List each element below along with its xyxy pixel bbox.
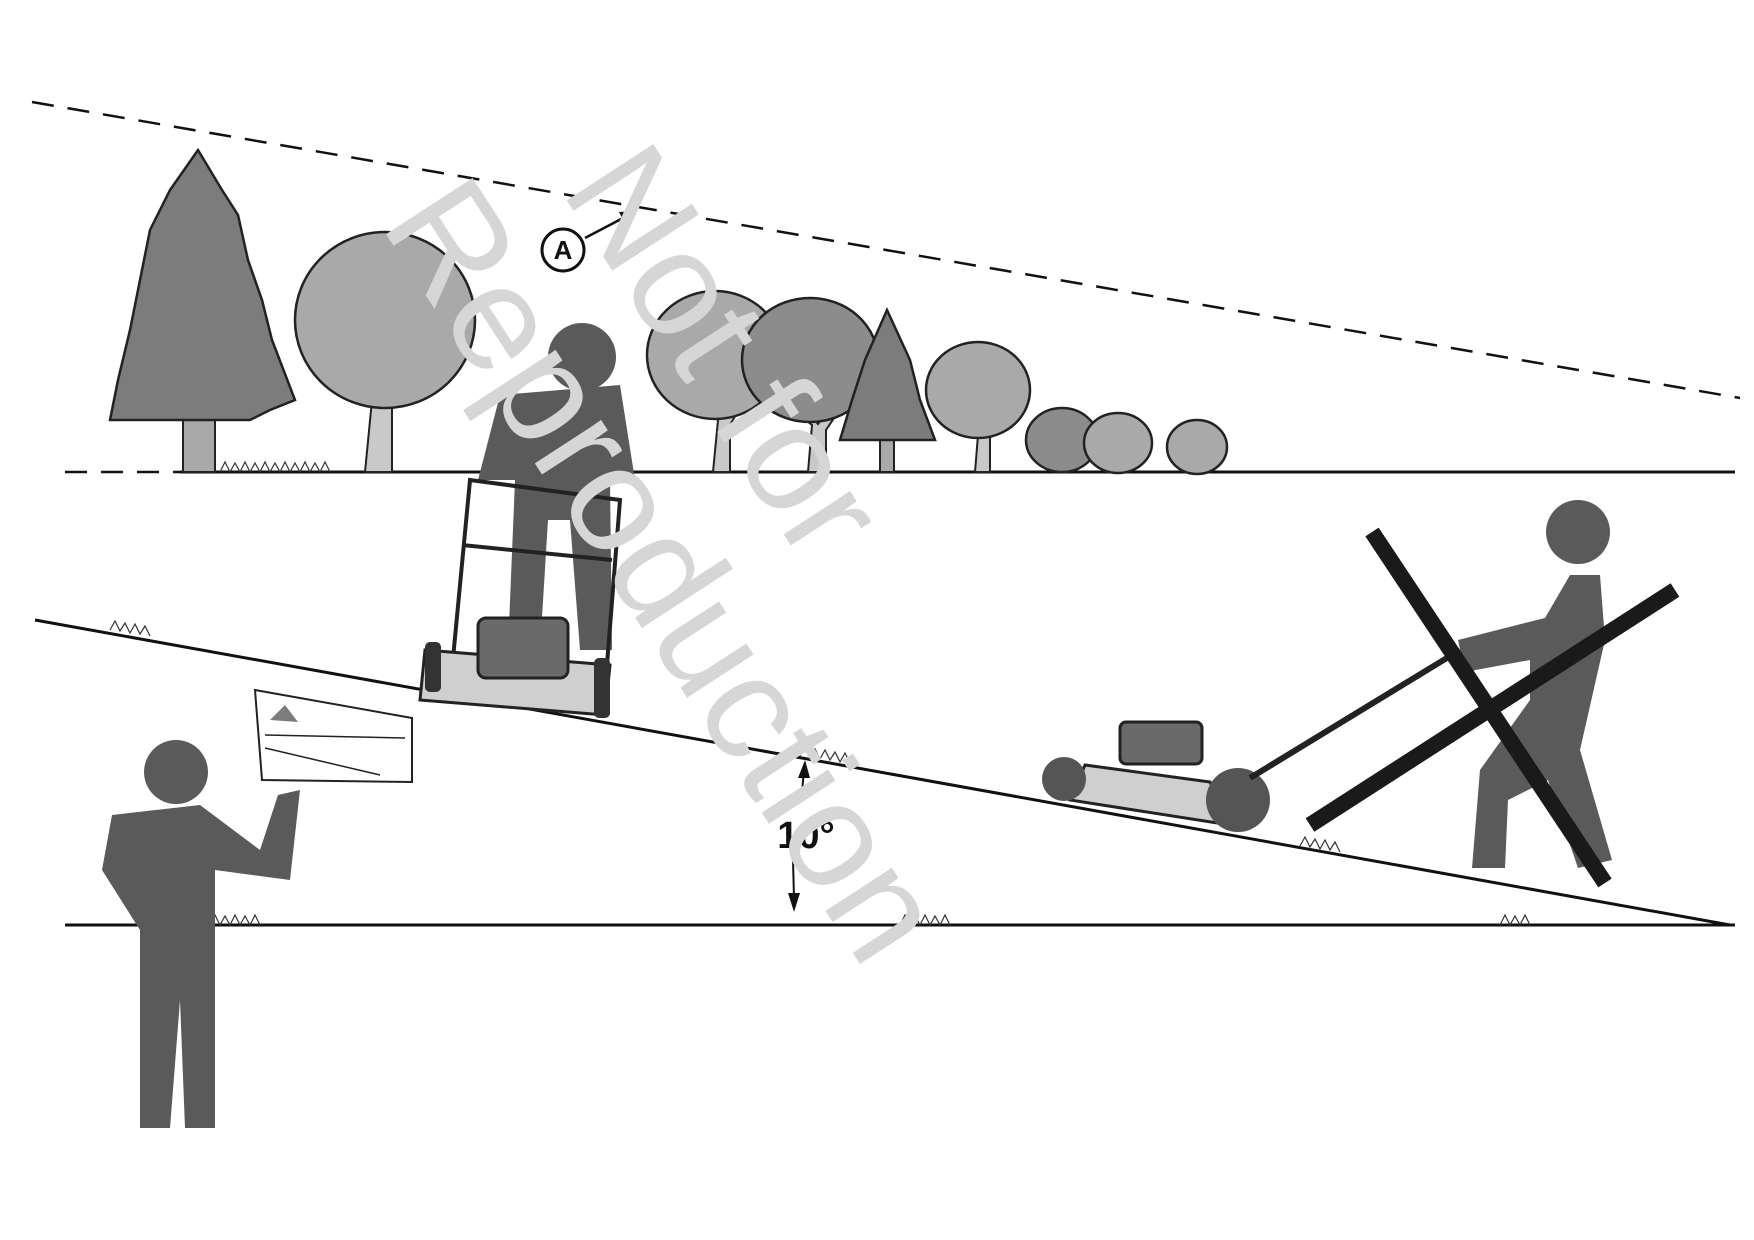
- conifer-tree: [108, 147, 297, 473]
- conifer-tree: [838, 306, 937, 473]
- deciduous-tree: [293, 230, 477, 473]
- push-mower: [1042, 647, 1462, 832]
- horizon-reference: [31, 100, 1741, 474]
- callout-label: A: [554, 235, 573, 265]
- shrub: [1165, 418, 1229, 476]
- angle-indicator: 10°: [777, 760, 835, 912]
- shrub: [1082, 411, 1154, 475]
- mower-operator-correct: [418, 323, 635, 718]
- lower-grass: [209, 913, 1531, 927]
- mower-operator-prohibited: [1042, 500, 1680, 888]
- upper-grass: [219, 460, 331, 474]
- slope-line: [34, 618, 1731, 927]
- deciduous-tree: [924, 340, 1032, 473]
- x-cross-icon: [1305, 527, 1680, 888]
- watermark: Not for Reproduction: [352, 116, 979, 990]
- safety-label-card: [253, 688, 413, 784]
- slope: [34, 618, 1735, 927]
- standing-person: [102, 688, 413, 1128]
- angle-label: 10°: [777, 815, 834, 857]
- deciduous-tree: [740, 296, 880, 473]
- tree-row: [108, 147, 1229, 476]
- sight-line-dashed: [31, 100, 1741, 400]
- callout-a: A: [540, 211, 636, 273]
